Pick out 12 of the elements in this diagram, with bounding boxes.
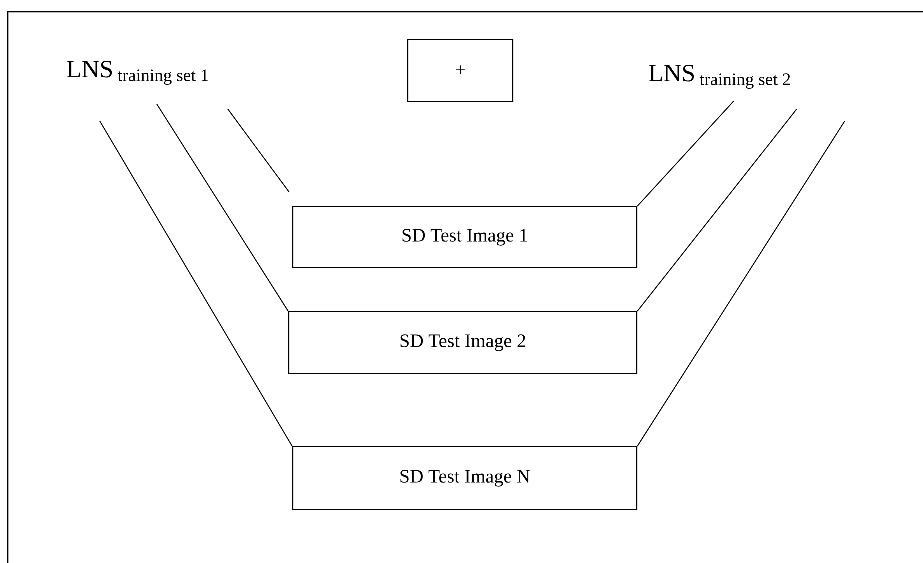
connector-line (100, 120, 293, 447)
connector-line (228, 108, 290, 193)
set-label: $\text{LNS}\,_{\text{training set 1}}$ (67, 60, 208, 86)
set-label: $\text{LNS}\,_{\text{training set 2}}$ (649, 64, 790, 90)
connector-line (637, 100, 734, 207)
connector-line (637, 108, 798, 312)
image-box: SD Test Image N (292, 446, 638, 511)
image-box: SD Test Image 1 (292, 206, 638, 269)
image-box: SD Test Image 2 (288, 311, 638, 375)
operator-box: + (407, 39, 514, 103)
connector-line (637, 120, 846, 447)
connector-line (156, 104, 289, 312)
